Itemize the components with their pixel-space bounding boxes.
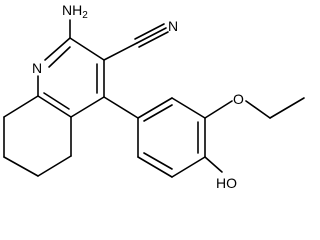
amino-subscript: 2 <box>82 10 88 21</box>
bond-c4-c4a <box>70 96 105 118</box>
bond-nitrile-2 <box>134 23 165 40</box>
structure-canvas: NH2 N N O HO <box>3 2 305 191</box>
bond-a1-a2 <box>137 97 173 119</box>
bond-c4-aryl <box>103 96 139 119</box>
cyclohexene-ring <box>3 95 72 177</box>
substituent-bonds <box>69 19 169 119</box>
bond-a1-a2-double <box>143 104 173 122</box>
bond-c8a-c8 <box>3 95 39 118</box>
bond-o-ch2 <box>245 100 271 119</box>
atom-labels: NH2 N N O HO <box>32 2 244 191</box>
bond-n1-c2-double <box>48 46 71 68</box>
bond-c2-c3 <box>69 37 105 61</box>
bond-ch2-ch3 <box>269 97 305 119</box>
bond-a3-o <box>204 100 233 119</box>
bond-n1-c2 <box>44 37 71 61</box>
ether-o-label: O <box>233 91 244 107</box>
bond-a5-a6-double <box>143 152 173 170</box>
bond-c7-c6 <box>3 156 39 177</box>
ethoxy-hydroxyl-bonds <box>204 97 305 173</box>
nitrile-n-label: N <box>168 18 178 34</box>
phenol-ring <box>137 97 206 178</box>
bond-c4a-c8a <box>37 95 72 118</box>
bond-a4-oh <box>204 156 223 173</box>
bond-c3-cn <box>103 42 138 61</box>
bond-c4a-c8a-double <box>43 92 70 110</box>
bond-a5-a6 <box>137 156 173 178</box>
amino-label: NH2 <box>62 2 88 21</box>
amino-text: NH <box>62 2 82 18</box>
molecule-structure: NH2 N N O HO <box>3 2 305 191</box>
pyridine-ring <box>37 37 105 118</box>
bond-nitrile-1 <box>136 27 167 44</box>
bond-a4-a5 <box>171 156 206 178</box>
hydroxyl-label: HO <box>216 175 237 191</box>
bond-nitrile-3 <box>138 31 169 48</box>
bond-c6-c5 <box>37 155 72 177</box>
bond-a2-a3 <box>171 97 206 119</box>
ring-n-label: N <box>32 60 42 76</box>
